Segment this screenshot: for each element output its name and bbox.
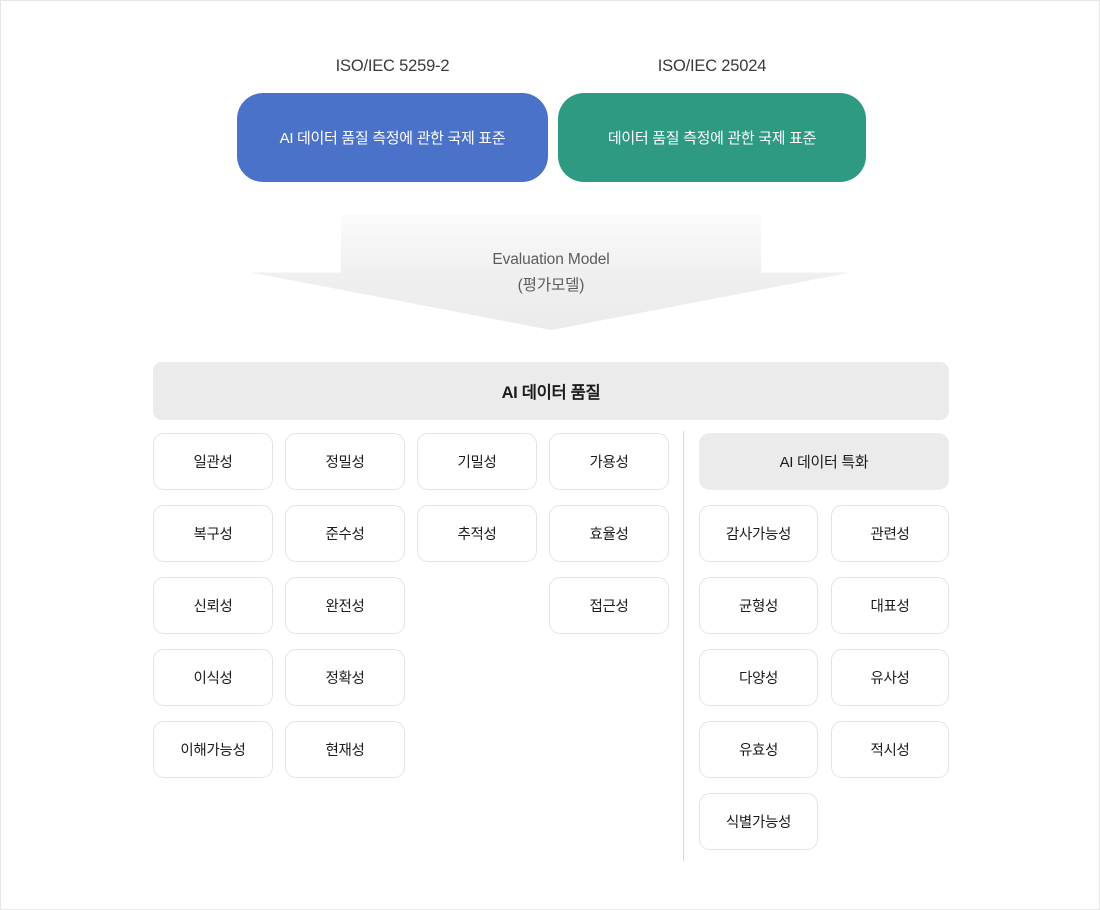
evaluation-model-line1: Evaluation Model — [492, 251, 610, 268]
attribute-chip[interactable]: 신뢰성 — [153, 577, 273, 634]
attribute-chip[interactable]: 추적성 — [417, 505, 537, 562]
ai-data-quality-header: AI 데이터 품질 — [153, 362, 949, 420]
ai-data-special-header: AI 데이터 특화 — [699, 433, 949, 490]
attribute-chip[interactable]: 완전성 — [285, 577, 405, 634]
attribute-chip[interactable]: 유사성 — [831, 649, 949, 706]
attribute-chip[interactable]: 접근성 — [549, 577, 669, 634]
standard-label-iso-25024: ISO/IEC 25024 — [657, 57, 767, 75]
standard-box-iso-5259-2: AI 데이터 품질 측정에 관한 국제 표준 — [237, 93, 548, 182]
attribute-chip[interactable]: 식별가능성 — [699, 793, 818, 850]
evaluation-model-arrow: Evaluation Model (평가모델) — [251, 215, 851, 330]
attribute-chip[interactable]: 다양성 — [699, 649, 818, 706]
attribute-chip[interactable]: 균형성 — [699, 577, 818, 634]
attribute-chip[interactable]: 적시성 — [831, 721, 949, 778]
evaluation-model-label: Evaluation Model (평가모델) — [251, 247, 851, 298]
evaluation-model-line2: (평가모델) — [517, 276, 585, 294]
attribute-chip[interactable]: 이식성 — [153, 649, 273, 706]
standard-label-iso-5259-2: ISO/IEC 5259-2 — [335, 57, 450, 75]
attribute-chip[interactable]: 현재성 — [285, 721, 405, 778]
attribute-chip[interactable]: 대표성 — [831, 577, 949, 634]
attribute-chip[interactable]: 정확성 — [285, 649, 405, 706]
attribute-chip[interactable]: 준수성 — [285, 505, 405, 562]
attribute-chip[interactable]: 이해가능성 — [153, 721, 273, 778]
attribute-chip[interactable]: 감사가능성 — [699, 505, 818, 562]
attribute-chip[interactable]: 관련성 — [831, 505, 949, 562]
attribute-chip[interactable]: 일관성 — [153, 433, 273, 490]
attribute-chip[interactable]: 유효성 — [699, 721, 818, 778]
attribute-chip[interactable]: 복구성 — [153, 505, 273, 562]
section-divider — [683, 431, 684, 861]
standard-box-iso-25024: 데이터 품질 측정에 관한 국제 표준 — [558, 93, 866, 182]
attribute-chip[interactable]: 기밀성 — [417, 433, 537, 490]
attribute-chip[interactable]: 효율성 — [549, 505, 669, 562]
attribute-chip[interactable]: 정밀성 — [285, 433, 405, 490]
attribute-chip[interactable]: 가용성 — [549, 433, 669, 490]
